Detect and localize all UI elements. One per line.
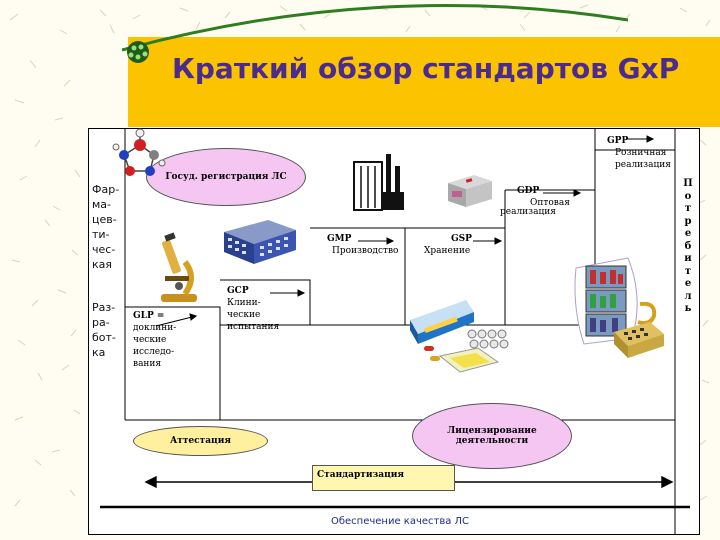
- gmp-block: GMP Производство: [327, 233, 398, 257]
- consumer-letter: е: [684, 228, 692, 239]
- gdp-desc: Оптовая: [530, 198, 570, 208]
- consumer-letter: б: [684, 240, 692, 252]
- pharma-line: ти-: [92, 228, 110, 241]
- gcp-desc: испытания: [227, 322, 280, 332]
- dev-line: ра-: [92, 316, 110, 329]
- gcp-desc: ческие: [227, 310, 261, 320]
- pharma-line: чес-: [92, 243, 116, 256]
- consumer-letter: р: [684, 215, 692, 227]
- dev-line: ка: [92, 346, 106, 359]
- molecule-icon: [112, 128, 166, 176]
- gpp-desc: реализация: [615, 160, 671, 170]
- pharma-line: кая: [92, 258, 113, 271]
- page-title: Краткий обзор стандартов GxP: [172, 52, 680, 85]
- gsp-desc: Хранение: [424, 246, 471, 256]
- glp-block: GLP = доклини- ческие исследо- вания: [133, 310, 176, 370]
- gcp-desc: Клини-: [227, 298, 261, 308]
- licensing-oval: Лицензирование деятельности: [412, 403, 572, 469]
- building-icon: [224, 220, 296, 264]
- certification-oval: Аттестация: [133, 426, 268, 456]
- standardization-label: Стандартизация: [317, 470, 405, 480]
- gmp-code: GMP: [327, 234, 352, 244]
- gdp-block: GDP Оптовая реализация: [500, 185, 570, 218]
- licensing-label: деятельности: [455, 436, 529, 446]
- medicine-box-icon: [448, 175, 492, 207]
- quality-assurance-label: Обеспечение качества ЛС: [330, 516, 470, 527]
- state-registration-oval: Госуд. регистрация ЛС: [146, 148, 306, 206]
- consumer-letter: л: [684, 290, 692, 302]
- gsp-code: GSP: [451, 234, 472, 244]
- gcp-code: GCP: [227, 286, 249, 296]
- consumer-letter: т: [684, 265, 692, 277]
- factory-icon: [353, 154, 404, 211]
- pharma-line: цев-: [92, 213, 117, 226]
- gcp-block: GCP Клини- ческие испытания: [227, 285, 279, 333]
- pharma-line: ма-: [92, 198, 112, 211]
- dev-line: бот-: [92, 331, 116, 344]
- glp-desc: ческие: [133, 335, 167, 345]
- gsp-block: GSP Хранение: [424, 233, 472, 257]
- pharma-line: Фар-: [92, 183, 120, 196]
- gmp-desc: Производство: [332, 246, 399, 256]
- consumer-letter: и: [684, 253, 692, 264]
- development-label: Раз- ра- бот- ка: [92, 300, 116, 360]
- microscope-icon: [161, 232, 197, 302]
- consumer-label: П о т р е б и т е л ь: [681, 178, 695, 316]
- gpp-code: GPP: [607, 136, 629, 146]
- dev-line: Раз-: [92, 301, 116, 314]
- gpp-desc: Розничная: [615, 148, 667, 158]
- title-band: [128, 37, 720, 127]
- pharma-label: Фар- ма- цев- ти- чес- кая: [92, 182, 119, 272]
- consumer-letter: е: [684, 278, 692, 289]
- gdp-desc: реализация: [500, 207, 556, 217]
- glp-desc: доклини-: [133, 323, 177, 333]
- standardization-box: Стандартизация: [312, 465, 455, 491]
- pills-package-icon: [410, 300, 509, 373]
- consumer-letter: т: [684, 203, 692, 214]
- glp-desc: вания: [133, 359, 162, 369]
- gpp-block: GPP Розничная реализация: [607, 135, 671, 171]
- gdp-code: GDP: [517, 186, 540, 196]
- consumer-letter: ь: [684, 303, 692, 314]
- consumer-letter: П: [683, 178, 693, 189]
- state-registration-label: Госуд. регистрация ЛС: [165, 172, 287, 182]
- cash-register-icon: [614, 302, 664, 358]
- glp-desc: исследо-: [133, 347, 175, 357]
- glp-code: GLP =: [133, 311, 165, 321]
- pharmacy-shelf-icon: [574, 257, 638, 345]
- certification-label: Аттестация: [169, 436, 232, 446]
- consumer-letter: о: [684, 190, 692, 202]
- licensing-label: Лицензирование: [447, 426, 537, 436]
- globe-bullet-icon: [127, 41, 149, 63]
